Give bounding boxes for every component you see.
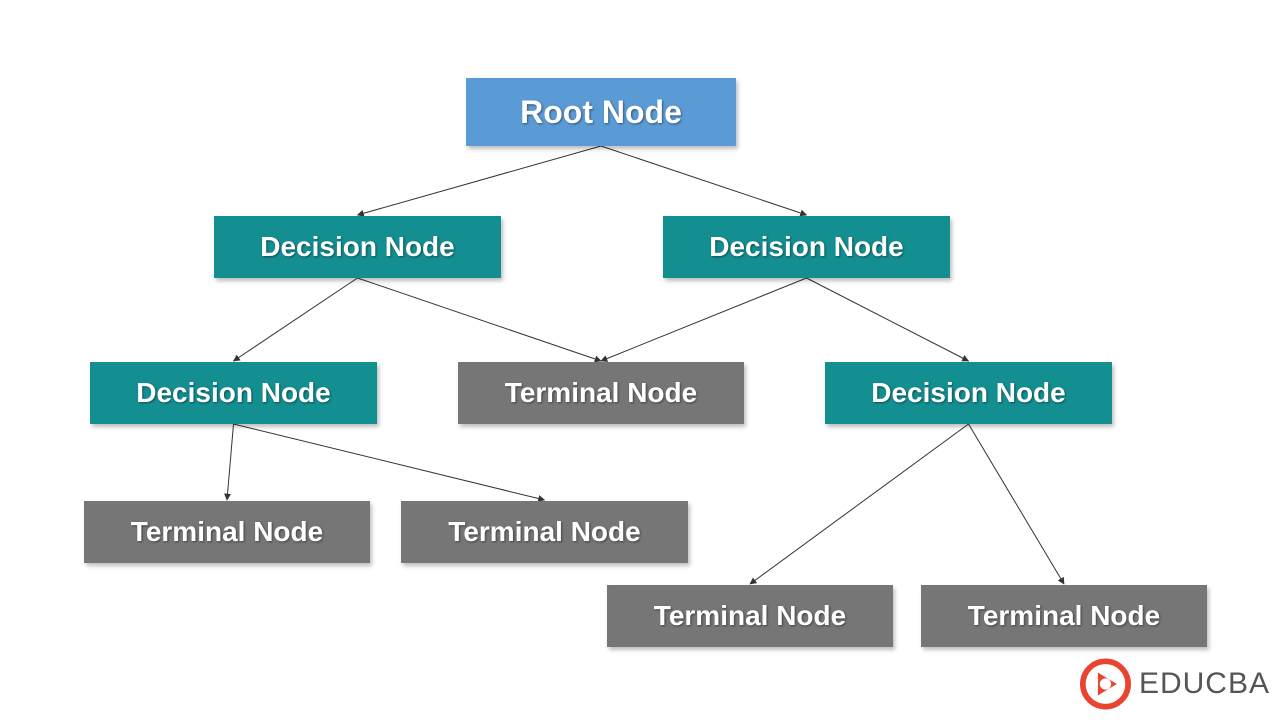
edge-decision-left-to-terminal-middle [357, 277, 602, 363]
terminal-node-middle: Terminal Node [458, 362, 744, 424]
edge-decision-right-child-to-terminal-rr [968, 423, 1065, 585]
decision-node-left: Decision Node [214, 216, 501, 278]
terminal-node-right-right-label: Terminal Node [967, 600, 1161, 631]
terminal-node-middle-label: Terminal Node [504, 377, 698, 408]
decision-node-right: Decision Node [663, 216, 950, 278]
terminal-node-left-left: Terminal Node [84, 501, 370, 563]
edge-decision-right-to-terminal-middle [600, 277, 807, 362]
edge-decision-right-to-decision-right-child [806, 277, 970, 362]
edge-decision-left-to-decision-left-child [232, 277, 358, 362]
terminal-node-left-right: Terminal Node [401, 501, 688, 563]
edge-root-to-decision-right [600, 145, 808, 217]
edge-decision-right-child-to-terminal-rl [749, 423, 969, 585]
root-node: Root Node [466, 78, 736, 146]
edge-decision-left-child-to-terminal-ll [224, 423, 234, 501]
edge-decision-left-child-to-terminal-lr [233, 423, 546, 502]
decision-node-right-child-label: Decision Node [871, 377, 1066, 408]
decision-node-left-child: Decision Node [90, 362, 377, 424]
decision-node-right-child: Decision Node [825, 362, 1112, 424]
terminal-node-left-right-label: Terminal Node [448, 516, 641, 547]
educba-logo-text: EDUCBA [1138, 667, 1270, 700]
decision-node-left-child-label: Decision Node [136, 377, 331, 408]
edge-root-to-decision-left [356, 145, 602, 217]
terminal-node-right-left-label: Terminal Node [653, 600, 847, 631]
terminal-node-right-right: Terminal Node [921, 585, 1207, 647]
terminal-node-left-left-label: Terminal Node [130, 516, 324, 547]
decision-node-left-label: Decision Node [260, 231, 455, 262]
terminal-node-right-left: Terminal Node [607, 585, 893, 647]
educba-logo-icon [1080, 658, 1131, 710]
decision-node-right-label: Decision Node [709, 231, 904, 262]
root-node-label: Root Node [520, 93, 682, 130]
educba-logo: EDUCBA [1080, 656, 1270, 712]
